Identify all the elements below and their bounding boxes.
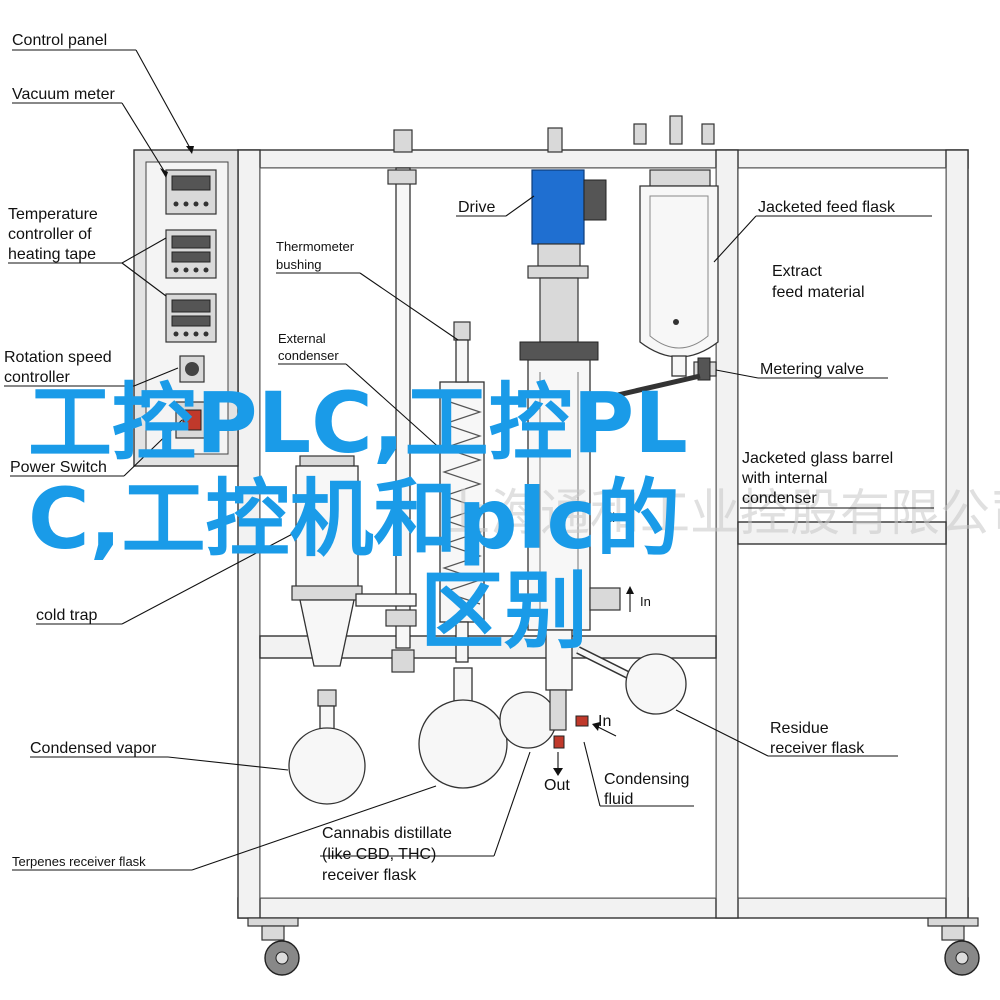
vacuum-meter-display [165, 169, 217, 215]
support-rod [385, 129, 417, 673]
label-condensing-fluid-2: fluid [604, 791, 633, 808]
label-cannabis-1: Cannabis distillate [322, 825, 452, 842]
label-metering-valve: Metering valve [760, 361, 864, 378]
drive-gearbox [583, 179, 607, 221]
residue-side-flask [499, 691, 557, 749]
metering-valve [595, 357, 717, 403]
label-vacuum-meter: Vacuum meter [12, 86, 116, 103]
label-temp-controller-3: heating tape [8, 246, 96, 263]
label-cold-trap: cold trap [36, 607, 97, 624]
residue-receiver-flask [576, 646, 687, 715]
overlay-title-line1: 工控PLC,工控PL [28, 374, 688, 472]
label-condensing-fluid-1: Condensing [604, 771, 689, 788]
overlay-title-line2: C,工控机和plc的 [28, 470, 680, 568]
caster-right [927, 917, 980, 976]
label-condensed-vapor: Condensed vapor [30, 740, 157, 757]
diagram-labels: Control panel Vacuum meter Temperature c… [4, 32, 896, 884]
label-terpenes-flask: Terpenes receiver flask [12, 854, 146, 869]
label-barrel-2: with internal [741, 470, 827, 487]
condensing-fluid-ports [549, 689, 617, 776]
label-in-lower: In [598, 713, 611, 730]
label-temp-controller-1: Temperature [8, 206, 98, 223]
label-cannabis-3: receiver flask [322, 867, 417, 884]
label-thermometer-1: Thermometer [276, 239, 355, 254]
label-power-switch: Power Switch [10, 459, 107, 476]
label-rotation-speed-1: Rotation speed [4, 349, 112, 366]
label-barrel-3: condenser [742, 490, 817, 507]
label-residue-1: Residue [770, 720, 829, 737]
external-condenser [439, 321, 485, 663]
drive-assembly [519, 127, 607, 361]
label-thermometer-2: bushing [276, 257, 322, 272]
label-out: Out [544, 777, 570, 794]
speed-knob [179, 355, 205, 383]
label-temp-controller-2: controller of [8, 226, 92, 243]
drive-motor [531, 169, 585, 245]
leader-lines [4, 49, 934, 871]
label-jacketed-feed-flask: Jacketed feed flask [758, 199, 896, 216]
label-rotation-speed-2: controller [4, 369, 70, 386]
label-in-upper: In [640, 594, 651, 609]
jacketed-glass-barrel [527, 359, 591, 691]
label-ext-condenser-1: External [278, 331, 326, 346]
label-oil: oil [602, 510, 615, 525]
terpenes-receiver-flask [288, 705, 366, 805]
label-barrel-1: Jacketed glass barrel [742, 450, 893, 467]
caster-left [247, 917, 300, 976]
label-cannabis-2: (like CBD, THC) [322, 846, 436, 863]
label-extract-2: feed material [772, 284, 865, 301]
control-panel [133, 149, 239, 467]
label-residue-2: receiver flask [770, 740, 865, 757]
temperature-controller-display [165, 229, 217, 279]
label-drive: Drive [458, 199, 495, 216]
oil-port [589, 586, 634, 612]
jacketed-feed-flask [633, 115, 719, 377]
overlay-title: 工控PLC,工控PL C,工控机和plc的 区别 [28, 374, 688, 660]
cold-trap-vessel [291, 455, 417, 707]
overlay-title-line3: 区别 [420, 562, 588, 660]
cannabis-distillate-flask [418, 667, 508, 789]
label-control-panel: Control panel [12, 32, 107, 49]
rotation-speed-controller-display [165, 293, 217, 343]
label-ext-condenser-2: condenser [278, 348, 339, 363]
watermark-text: 上海通和工业控股有限公司 [440, 484, 1000, 542]
label-extract-1: Extract [772, 263, 822, 280]
